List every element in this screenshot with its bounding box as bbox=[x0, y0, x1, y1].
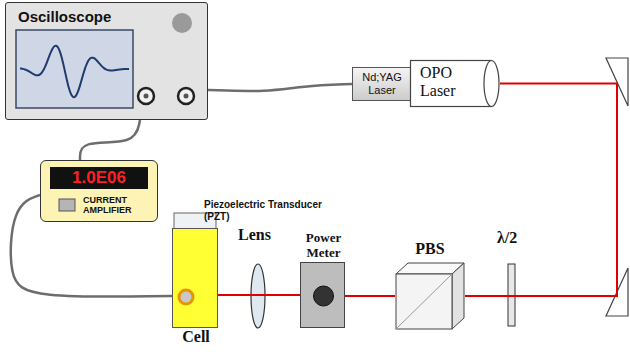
part-label: λ/2 bbox=[497, 229, 537, 247]
part-label: Lens bbox=[238, 226, 288, 244]
beam-splitter-cube-art bbox=[395, 262, 465, 330]
port-pin bbox=[184, 94, 189, 99]
gain-display: 1.0E06 bbox=[50, 167, 148, 189]
meter-sensor bbox=[314, 286, 334, 306]
laser-cylinder: OPO Laser bbox=[410, 60, 500, 107]
waveform-trace bbox=[20, 46, 129, 97]
device-name: CURRENT AMPLIFIER bbox=[83, 195, 155, 216]
scope-port bbox=[178, 88, 194, 104]
power-meter: Power Meter bbox=[300, 262, 345, 328]
beam-splitter-cube: PBS bbox=[395, 262, 465, 330]
power-meter-art bbox=[301, 263, 344, 327]
amplifier-box: 1.0E06CURRENT AMPLIFIER bbox=[40, 160, 158, 222]
cube-front bbox=[396, 274, 452, 329]
device-name: Oscilloscope bbox=[18, 8, 148, 25]
pzt-symbol bbox=[179, 290, 193, 304]
laser-beam bbox=[465, 84, 617, 297]
part-label: Power Meter bbox=[291, 231, 356, 260]
oscilloscope-box: Oscilloscope bbox=[5, 2, 208, 120]
laser-box: Nd;YAG Laser bbox=[352, 67, 411, 101]
signal-cable bbox=[208, 84, 352, 91]
part-label: Piezoelectric Transducer (PZT) bbox=[204, 199, 334, 222]
scope-screen bbox=[16, 30, 133, 108]
cube-side bbox=[452, 263, 464, 329]
laser-beam bbox=[345, 295, 395, 297]
scope-knob bbox=[172, 13, 192, 33]
splitter-face bbox=[396, 274, 452, 329]
device-name: OPO Laser bbox=[420, 64, 478, 101]
amp-button bbox=[59, 199, 75, 211]
laser-beam bbox=[218, 294, 300, 296]
part-label: Cell bbox=[166, 328, 226, 346]
laser-aperture bbox=[484, 61, 499, 107]
scope-port bbox=[138, 88, 154, 104]
port-pin bbox=[144, 94, 149, 99]
signal-cable bbox=[80, 120, 140, 160]
device-name: Nd;YAG Laser bbox=[356, 71, 408, 96]
part-label: PBS bbox=[395, 240, 465, 258]
laser-cylinder bbox=[411, 61, 492, 107]
sample-cell-art bbox=[173, 229, 217, 327]
sample-cell: Cell bbox=[172, 228, 218, 328]
